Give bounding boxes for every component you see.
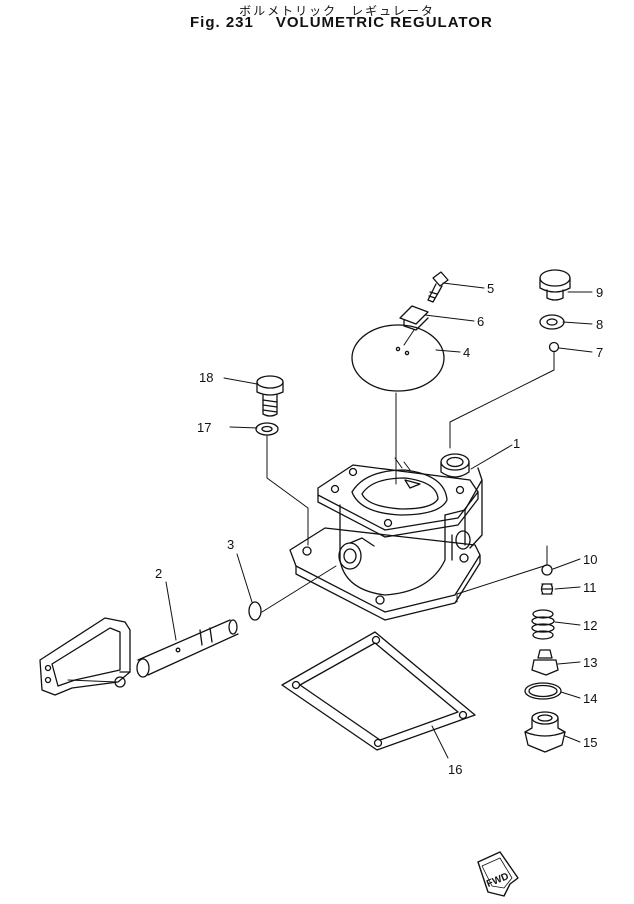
- cover-plate-part-4: [351, 324, 445, 392]
- part-number-label: 7: [596, 345, 603, 360]
- figure-number: Fig. 231: [190, 14, 254, 31]
- small-spring-part-11: [540, 583, 554, 595]
- plug-part-15: [524, 711, 566, 753]
- o-ring-part-3: [248, 601, 262, 621]
- figure-name: VOLUMETRIC REGULATOR: [275, 14, 493, 31]
- part-labels: 1 2 3 4 5 6 7 8 9 10 11 12 13 14 15 16 1…: [155, 281, 603, 777]
- part-number-label: 10: [583, 552, 597, 567]
- part-number-label: 4: [463, 345, 470, 360]
- part-number-label: 16: [448, 762, 462, 777]
- fwd-direction-mark: FWD: [477, 851, 519, 897]
- part-number-label: 5: [487, 281, 494, 296]
- part-number-label: 6: [477, 314, 484, 329]
- bolt-part-18: [256, 375, 284, 417]
- washer-part-8: [539, 314, 565, 330]
- housing-part-1: [289, 453, 483, 621]
- part-number-label: 2: [155, 566, 162, 581]
- figure-title: Fig. 231 VOLUMETRIC REGULATOR: [190, 14, 493, 31]
- washer-part-17: [255, 422, 279, 436]
- leader-lines: [67, 282, 593, 759]
- part-number-label: 9: [596, 285, 603, 300]
- lever-shaft-part-2: [39, 617, 239, 696]
- part-number-label: 12: [583, 618, 597, 633]
- part-number-label: 11: [583, 580, 597, 595]
- part-number-label: 1: [513, 436, 520, 451]
- part-number-label: 8: [596, 317, 603, 332]
- spring-part-12: [531, 609, 555, 640]
- plug-part-9: [539, 269, 571, 301]
- part-number-label: 14: [583, 691, 597, 706]
- part-number-label: 13: [583, 655, 597, 670]
- o-ring-part-14: [524, 682, 562, 700]
- ball-part-7: [548, 341, 560, 353]
- part-number-label: 17: [197, 420, 211, 435]
- part-number-label: 3: [227, 537, 234, 552]
- title-japanese: ボルメトリック レギュレータ: [239, 4, 435, 18]
- part-number-label: 15: [583, 735, 597, 750]
- bolt-part-5: [427, 271, 449, 303]
- gasket-part-16: [281, 631, 476, 751]
- part-number-label: 18: [199, 370, 213, 385]
- bracket-part-6: [399, 305, 429, 331]
- valve-part-13: [531, 649, 559, 676]
- assembly-lines: [261, 329, 555, 613]
